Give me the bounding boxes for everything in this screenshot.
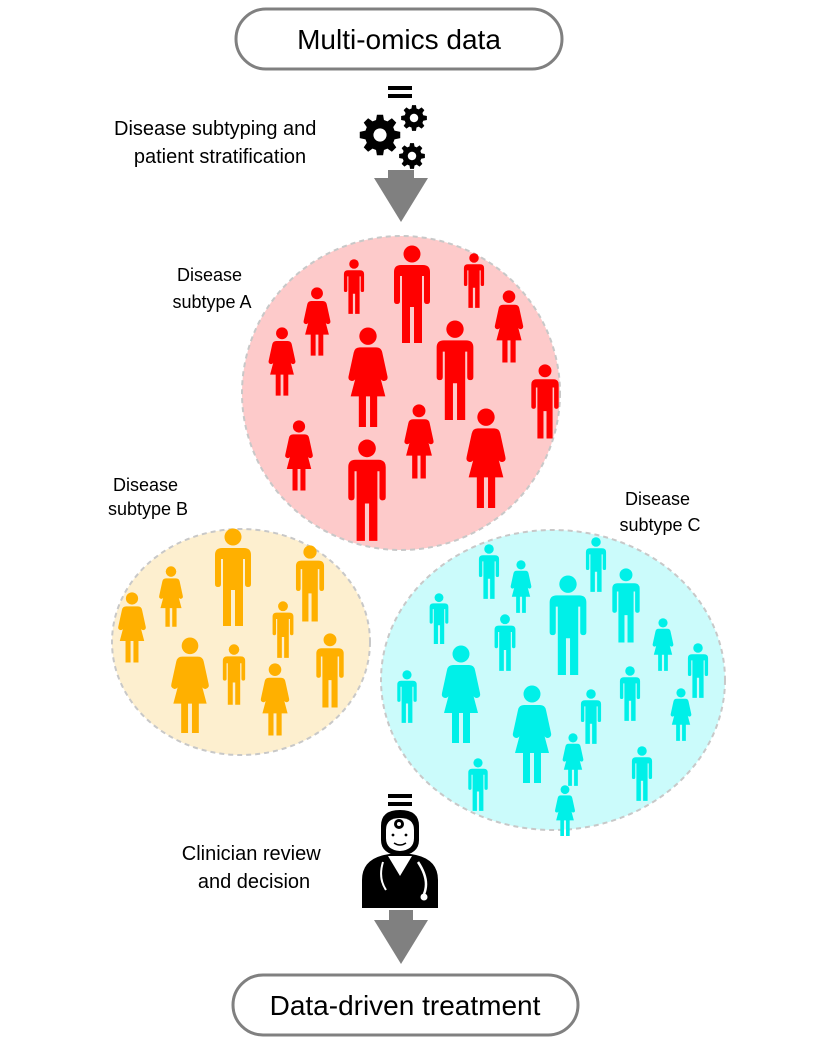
treatment-label: Data-driven treatment	[270, 990, 541, 1021]
subtyping-label: Disease subtyping and patient stratifica…	[114, 118, 322, 168]
down-arrow-2	[374, 910, 428, 964]
cluster-subtype-b	[111, 528, 371, 756]
multi-omics-box: Multi-omics data	[234, 7, 564, 71]
subtype-a-label: Disease subtype A	[172, 265, 251, 312]
cluster-subtype-c	[380, 529, 726, 836]
clinician-label: Clinician review and decision	[182, 843, 327, 893]
subtype-b-label: Disease subtype B	[108, 475, 188, 519]
treatment-box: Data-driven treatment	[231, 973, 580, 1037]
gears-icon	[359, 86, 427, 169]
doctor-icon	[362, 794, 438, 908]
cluster-subtype-a	[241, 235, 561, 551]
down-arrow-1	[374, 170, 428, 222]
multi-omics-label: Multi-omics data	[297, 24, 501, 55]
subtype-c-label: Disease subtype C	[619, 489, 700, 535]
